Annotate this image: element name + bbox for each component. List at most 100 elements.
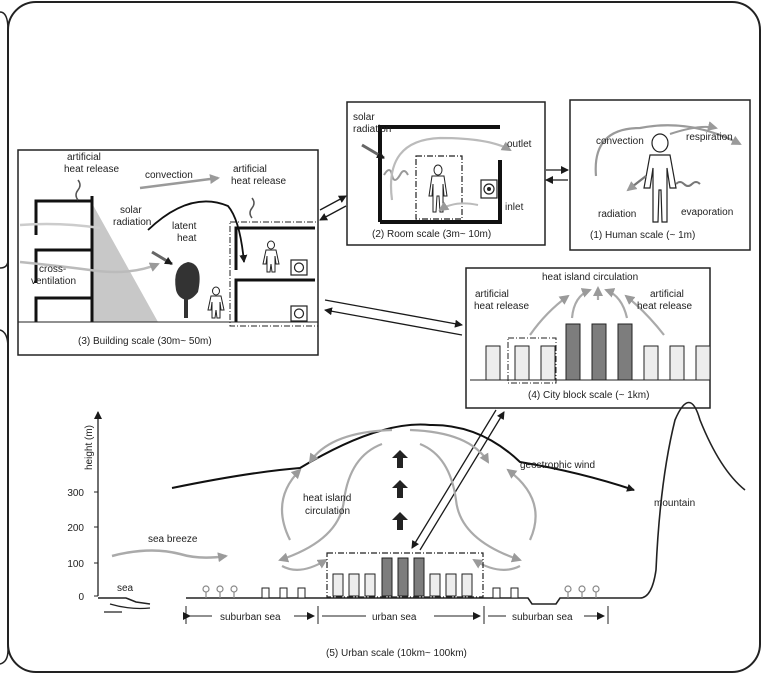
tree-icon bbox=[175, 262, 200, 318]
geostrophic-wind-arrow bbox=[171, 423, 635, 492]
sea-surface bbox=[104, 603, 151, 613]
room-scale-panel: solar radiation outlet inlet (2) Room sc… bbox=[346, 101, 546, 246]
city-building-4 bbox=[565, 323, 581, 381]
city-ahr-right-1: artificial bbox=[650, 289, 684, 300]
solar-radiation-arrow-building bbox=[151, 250, 173, 266]
radiation-label: radiation bbox=[598, 209, 636, 220]
heat-island-circ-label-1: heat island bbox=[303, 493, 351, 504]
heat-island-circulation-arrows bbox=[529, 286, 665, 336]
solar-radiation-arrow bbox=[361, 143, 385, 160]
building-scale-panel: artificial heat release convection artif… bbox=[17, 149, 319, 356]
urban-building-3 bbox=[364, 573, 376, 597]
convection-label-building: convection bbox=[145, 170, 193, 181]
suburban-sea-left-label: suburban sea bbox=[220, 612, 281, 623]
city-building-7 bbox=[643, 345, 659, 381]
city-building-6 bbox=[617, 323, 633, 381]
suburban-trees-left bbox=[202, 585, 238, 598]
urban-building-9 bbox=[461, 573, 473, 597]
circulation-left-outer bbox=[280, 468, 302, 541]
convection-arrow-building bbox=[139, 174, 220, 190]
city-ahr-right-2: heat release bbox=[637, 301, 692, 312]
city-building-1 bbox=[485, 345, 501, 381]
sea-breeze-arrow bbox=[111, 549, 228, 563]
left-edge-mark-bottom bbox=[0, 329, 9, 665]
solar-label-1: solar bbox=[353, 112, 375, 123]
ytick-0: 0 bbox=[78, 592, 84, 603]
city-block-highlight bbox=[326, 552, 484, 598]
circulation-right-loop bbox=[419, 442, 522, 563]
circulation-upper-left bbox=[308, 428, 393, 464]
zone-dimension-lines bbox=[183, 606, 609, 624]
solar-label-building-1: solar bbox=[120, 205, 142, 216]
circulation-left-loop bbox=[278, 442, 383, 563]
human-scale-caption: (1) Human scale (~ 1m) bbox=[590, 230, 695, 241]
respiration-arrow bbox=[669, 121, 718, 135]
latent-heat-label-1: latent bbox=[172, 221, 197, 232]
city-block-scale-panel: heat island circulation artificial heat … bbox=[465, 267, 711, 409]
city-building-8 bbox=[669, 345, 685, 381]
city-block-scale-caption: (4) City block scale (~ 1km) bbox=[528, 390, 649, 401]
scale-connector-arrows bbox=[319, 166, 569, 551]
ac-unit-building-upper bbox=[290, 259, 308, 276]
urban-building-5 bbox=[397, 557, 409, 597]
suburban-trees-right bbox=[564, 585, 600, 598]
urban-building-4 bbox=[381, 557, 393, 597]
city-bars bbox=[485, 323, 711, 381]
urban-building-6 bbox=[413, 557, 425, 597]
geostrophic-wind-label: geostrophic wind bbox=[520, 460, 595, 471]
circulation-bottom-right bbox=[472, 558, 521, 571]
outlet-label: outlet bbox=[507, 139, 532, 150]
indoor-person-icon bbox=[262, 240, 280, 273]
urban-building-1 bbox=[332, 573, 344, 597]
mountain-label: mountain bbox=[654, 498, 695, 509]
convection-label: convection bbox=[596, 136, 644, 147]
city-building-9 bbox=[695, 345, 711, 381]
urban-sea-label: urban sea bbox=[372, 612, 417, 623]
building-shade bbox=[93, 205, 158, 322]
ahr-right-label-1: artificial bbox=[233, 164, 267, 175]
evaporation-wave bbox=[675, 181, 701, 187]
heat-release-wave-left bbox=[75, 179, 81, 201]
circulation-upper-right bbox=[409, 428, 490, 464]
heat-release-wave-right bbox=[249, 197, 255, 219]
urban-bars bbox=[332, 557, 473, 597]
circulation-right-outer bbox=[506, 468, 537, 541]
urban-scale-caption: (5) Urban scale (10km~ 100km) bbox=[326, 648, 467, 659]
radiation-arrow bbox=[626, 175, 647, 192]
height-axis-ticks: 0 100 200 300 bbox=[67, 488, 98, 603]
room-scale-caption: (2) Room scale (3m~ 10m) bbox=[372, 229, 491, 240]
urban-scale-panel: height (m) 0 100 200 300 bbox=[67, 401, 746, 659]
cross-ventilation-label-2: ventilation bbox=[31, 276, 76, 287]
cross-ventilation-label-1: cross- bbox=[39, 264, 66, 275]
ac-unit-building-lower bbox=[290, 305, 308, 322]
ground-line bbox=[98, 401, 746, 605]
urban-building-8 bbox=[445, 573, 457, 597]
heat-island-circ-label-2: circulation bbox=[305, 506, 350, 517]
outer-frame bbox=[7, 1, 761, 673]
city-circulation-label: heat island circulation bbox=[542, 272, 638, 283]
circulation-bottom-left bbox=[281, 558, 328, 571]
urban-building-7 bbox=[429, 573, 441, 597]
building-person-icon bbox=[207, 286, 225, 319]
updraft-arrows bbox=[392, 450, 408, 530]
right-building-icon bbox=[229, 221, 319, 327]
ac-unit-icon bbox=[480, 179, 498, 199]
ytick-200: 200 bbox=[67, 523, 84, 534]
ahr-right-label-2: heat release bbox=[231, 176, 286, 187]
convection-curve bbox=[147, 200, 248, 263]
room-airflow-arrow bbox=[389, 136, 512, 201]
height-axis-label: height (m) bbox=[84, 425, 95, 470]
ytick-100: 100 bbox=[67, 559, 84, 570]
left-edge-mark-top bbox=[0, 11, 9, 269]
city-ahr-left-1: artificial bbox=[475, 289, 509, 300]
city-ahr-left-2: heat release bbox=[474, 301, 529, 312]
ahr-left-label-2: heat release bbox=[64, 164, 119, 175]
building-scale-caption: (3) Building scale (30m~ 50m) bbox=[78, 336, 212, 347]
city-building-3 bbox=[540, 345, 556, 381]
urban-building-2 bbox=[348, 573, 360, 597]
suburban-sea-right-label: suburban sea bbox=[512, 612, 573, 623]
cross-ventilation-arrow bbox=[19, 260, 160, 274]
city-building-5 bbox=[591, 323, 607, 381]
latent-heat-label-2: heat bbox=[177, 233, 197, 244]
